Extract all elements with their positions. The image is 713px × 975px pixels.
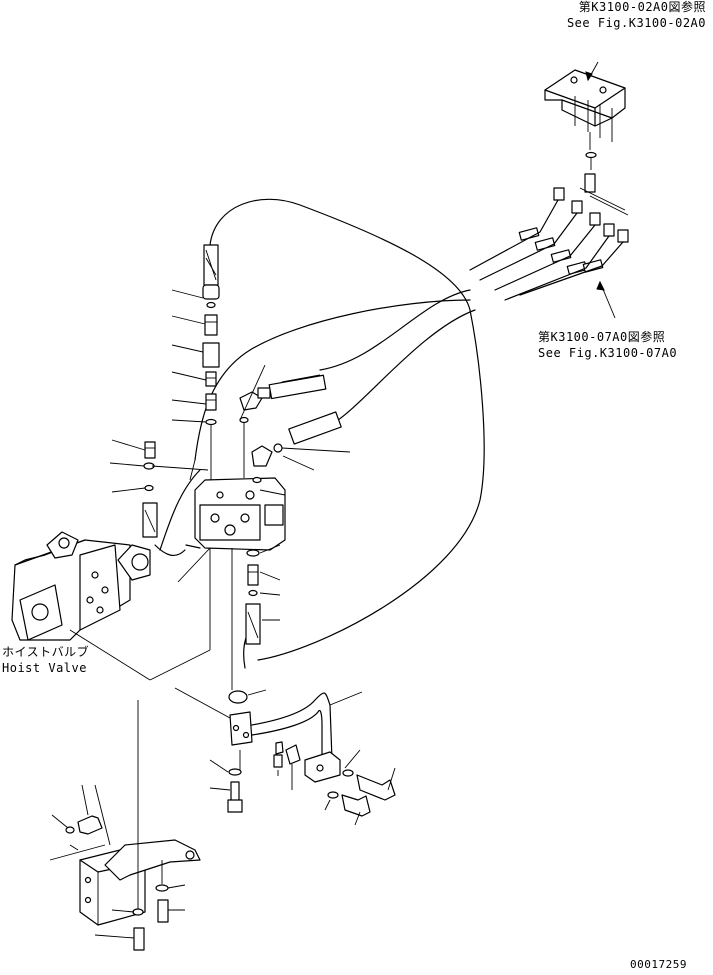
left-fitting-stack: [171, 244, 220, 480]
right-bolts: [324, 749, 396, 826]
left-small-parts: [109, 439, 209, 538]
drawing-number: 00017259: [630, 958, 687, 971]
bottom-bracket: [51, 700, 201, 951]
center-right-fittings: [239, 364, 351, 645]
reference-jp-mid: 第K3100-07A0図参照: [538, 330, 666, 344]
top-bracket: [544, 61, 626, 170]
lower-pipe-assembly: [174, 687, 363, 813]
reference-jp-top: 第K3100-02A0図参照: [578, 0, 706, 14]
hoist-valve-assembly: [11, 531, 211, 681]
hoist-valve-label-en: Hoist Valve: [2, 661, 87, 675]
hose-bundle-right: [469, 173, 629, 319]
hoist-valve-label-jp: ホイストバルブ: [2, 645, 90, 659]
reference-en-top: See Fig.K3100-02A0: [566, 16, 706, 30]
leader-lines: [49, 459, 233, 861]
reference-en-mid: See Fig.K3100-07A0: [538, 346, 678, 360]
center-valve-block: [177, 477, 286, 583]
